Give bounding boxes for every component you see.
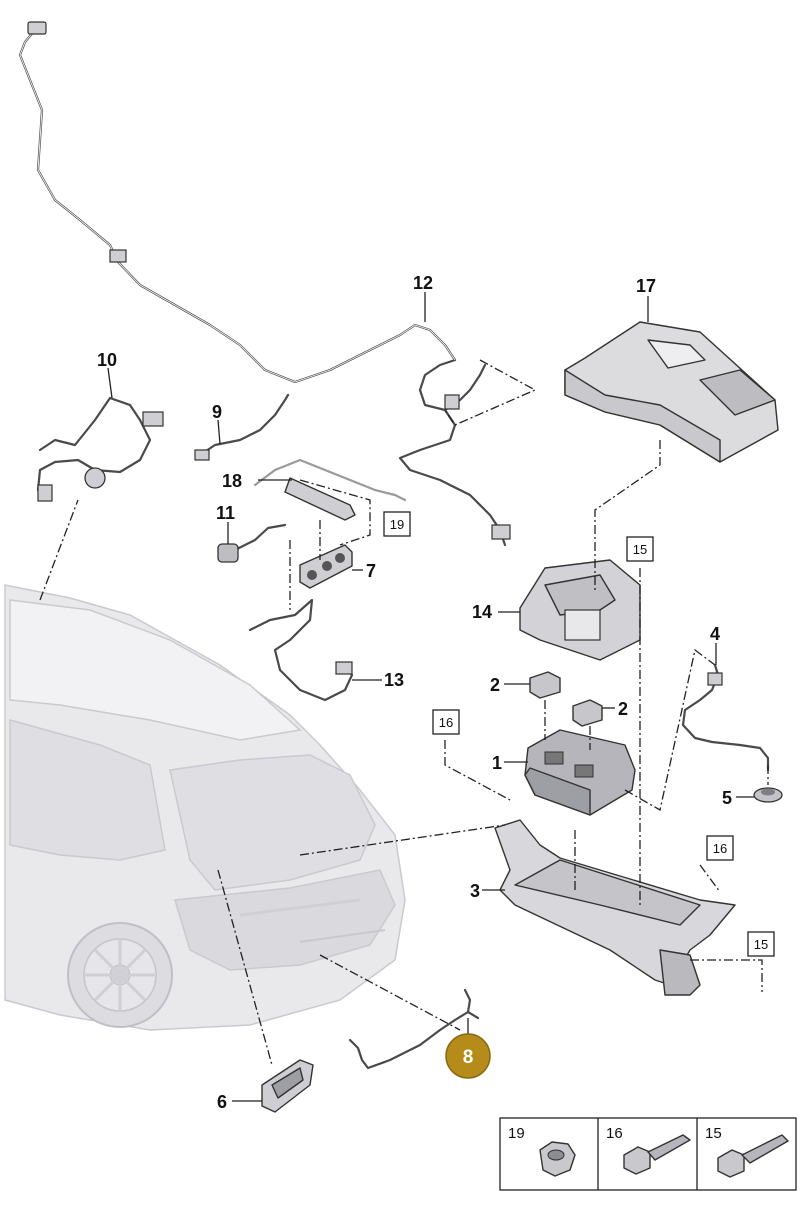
svg-text:19: 19 <box>390 517 404 532</box>
ref-box-19: 19 <box>383 511 411 537</box>
callout-5: 5 <box>722 788 732 808</box>
battery-cover-part-17 <box>564 321 779 463</box>
legend-cell-15: 15 <box>705 1125 789 1178</box>
callout-3: 3 <box>470 881 480 901</box>
highlight-label: 8 <box>463 1047 474 1068</box>
assembly-lines <box>39 359 769 1066</box>
callout-11: 11 <box>216 503 235 523</box>
svg-text:16: 16 <box>713 841 727 856</box>
cable-part-4 <box>681 663 770 772</box>
callout-10: 10 <box>97 350 117 370</box>
svg-text:15: 15 <box>705 1125 722 1142</box>
callout-12: 12 <box>413 273 433 293</box>
fastener-legend: 19 16 15 <box>499 1117 797 1191</box>
callout-2b: 2 <box>618 699 628 719</box>
reference-boxes: 19 15 16 16 15 <box>383 511 775 957</box>
callout-18: 18 <box>222 471 242 491</box>
terminal-cover-part-2b <box>572 699 603 727</box>
legend-cell-16: 16 <box>606 1125 691 1175</box>
svg-text:16: 16 <box>439 715 453 730</box>
terminal-cover-part-2a <box>529 671 561 699</box>
harness-part-18 <box>253 458 407 521</box>
highlight-circle[interactable] <box>445 1033 491 1079</box>
svg-text:16: 16 <box>606 1125 623 1142</box>
svg-text:19: 19 <box>508 1125 525 1142</box>
bracket-part-14 <box>519 559 641 661</box>
callout-6: 6 <box>217 1092 227 1112</box>
control-module-part-6 <box>261 1059 314 1113</box>
battery-part-1 <box>524 729 636 816</box>
grommet-part-5 <box>753 787 783 803</box>
ref-box-16-left: 16 <box>432 709 460 735</box>
long-bolt-icon <box>717 1134 789 1178</box>
connector-part-7 <box>299 544 353 589</box>
callout-9: 9 <box>212 402 222 422</box>
callout-labels: 1 2 2 3 4 5 6 7 9 10 11 12 13 14 17 18 <box>97 273 732 1112</box>
ref-box-16-right: 16 <box>706 835 734 861</box>
svg-text:15: 15 <box>754 937 768 952</box>
battery-tray-part-3 <box>494 819 736 996</box>
ref-box-15-lower: 15 <box>747 931 775 957</box>
callout-13: 13 <box>384 670 404 690</box>
callout-14: 14 <box>472 602 492 622</box>
harness-part-9 <box>194 393 290 461</box>
ref-box-15-upper: 15 <box>626 536 654 562</box>
highlighted-callout-8[interactable]: 8 <box>445 1033 491 1079</box>
leader-lines <box>107 292 754 1102</box>
car-rear <box>4 584 406 1031</box>
harness-part-10 <box>36 396 164 502</box>
callout-4: 4 <box>710 624 720 644</box>
hex-nut-icon <box>539 1141 576 1177</box>
callout-7: 7 <box>366 561 376 581</box>
callout-1: 1 <box>492 753 502 773</box>
short-bolt-icon <box>623 1134 691 1175</box>
callout-17: 17 <box>636 276 656 296</box>
legend-cell-19: 19 <box>508 1125 576 1177</box>
main-harness-wire <box>18 21 511 547</box>
svg-text:15: 15 <box>633 542 647 557</box>
callout-2a: 2 <box>490 675 500 695</box>
highlighted-harness-part-8 <box>348 988 480 1070</box>
harness-part-13 <box>248 598 354 702</box>
